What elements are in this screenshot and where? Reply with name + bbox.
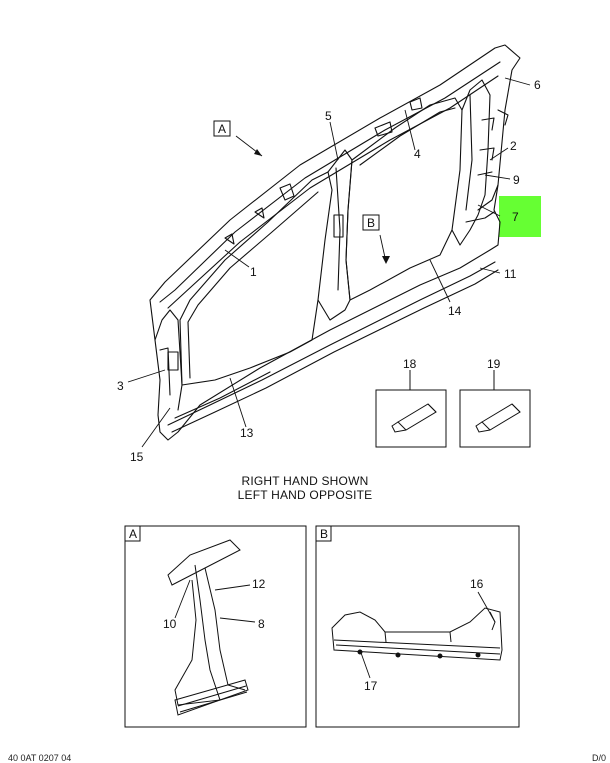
footer-doc-id: 40 0AT 0207 04	[8, 753, 72, 763]
view-a-marker-label: A	[218, 122, 226, 136]
callout-5[interactable]: 5	[325, 109, 332, 123]
leader-4	[404, 109, 416, 151]
callout-19[interactable]: 19	[487, 357, 501, 371]
leader-13	[229, 377, 247, 428]
a-pillar-lower	[154, 309, 183, 411]
callout-10[interactable]: 10	[163, 617, 177, 631]
callout-18[interactable]: 18	[403, 357, 417, 371]
leader-17	[359, 649, 371, 679]
view-b-marker-label: B	[367, 216, 375, 230]
footer-page-ref: D/0	[591, 753, 606, 763]
callout-9[interactable]: 9	[513, 173, 520, 187]
callout-16[interactable]: 16	[470, 577, 484, 591]
note-line-1: RIGHT HAND SHOWN	[241, 474, 369, 488]
callout-12[interactable]: 12	[252, 577, 266, 591]
note-line-2: LEFT HAND OPPOSITE	[237, 488, 373, 502]
callout-7[interactable]: 7	[512, 210, 519, 224]
detail-view-b-label: B	[320, 527, 328, 541]
callout-4[interactable]: 4	[414, 147, 421, 161]
leader-6	[504, 77, 531, 86]
leader-12	[214, 584, 251, 591]
leader-5	[329, 121, 339, 161]
detail-a-pillar-drawing	[167, 539, 249, 716]
leader-10	[174, 579, 191, 619]
leader-14	[429, 259, 451, 303]
arrow-a-icon	[254, 149, 262, 156]
callout-17[interactable]: 17	[364, 679, 378, 693]
c-pillar	[451, 79, 491, 246]
leader-15	[141, 407, 171, 448]
leader-9	[484, 174, 511, 180]
detail-view-b-tag	[315, 525, 332, 542]
part-19-box	[459, 389, 531, 448]
callout-11[interactable]: 11	[504, 267, 517, 281]
detail-view-a-frame	[124, 525, 307, 728]
callout-8[interactable]: 8	[258, 617, 265, 631]
leader-2	[489, 147, 509, 161]
part-18-box	[375, 389, 447, 448]
leader-16	[477, 591, 496, 623]
tube-19-icon	[475, 403, 521, 433]
hinge-bracket	[167, 351, 179, 371]
callout-2[interactable]: 2	[510, 139, 517, 153]
leader-7	[477, 204, 501, 217]
view-a-marker-box	[213, 120, 231, 137]
callout-6[interactable]: 6	[534, 78, 541, 92]
rocker-sill	[167, 261, 496, 426]
leader-11	[479, 267, 501, 274]
callout-3[interactable]: 3	[117, 379, 124, 393]
callout-1[interactable]: 1	[250, 265, 257, 279]
roof-rail	[159, 61, 501, 303]
callout-14[interactable]: 14	[448, 304, 462, 318]
arrow-b-icon	[382, 256, 390, 264]
front-door-opening	[179, 171, 333, 386]
detail-view-b-frame	[315, 525, 520, 728]
callout-15[interactable]: 15	[130, 450, 144, 464]
detail-b-rocker-drawing	[331, 607, 503, 661]
detail-view-a-tag	[124, 525, 141, 542]
detail-view-a-label: A	[129, 527, 137, 541]
rear-door-opening	[345, 97, 463, 301]
highlighted-part-7-box[interactable]	[499, 196, 541, 237]
tube-18-icon	[391, 403, 437, 433]
leader-8	[219, 617, 256, 623]
view-b-marker-box	[362, 214, 380, 231]
b-pillar-slot	[333, 214, 344, 238]
callout-13[interactable]: 13	[240, 426, 254, 440]
frame-outer-outline	[149, 44, 521, 441]
leader-1	[224, 249, 250, 268]
leader-3	[127, 369, 166, 383]
